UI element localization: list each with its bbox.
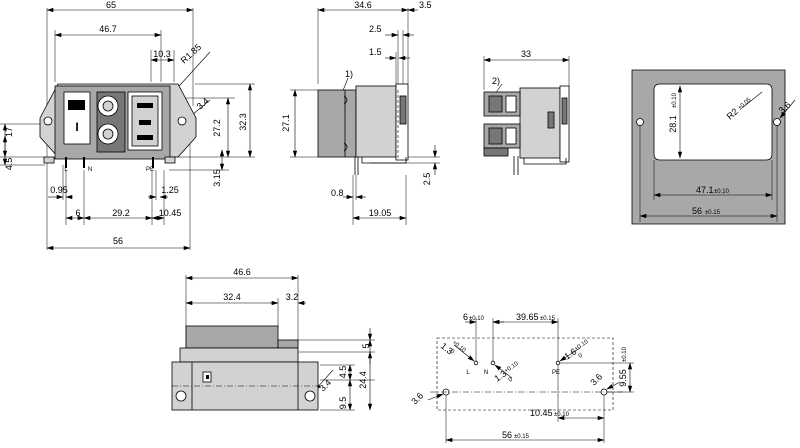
dim-width-56: 56: [692, 206, 702, 216]
pcb-pin-l: [473, 360, 479, 366]
dim-0-95: 0.95: [50, 185, 68, 195]
top-hole-right: [304, 390, 316, 402]
top-view: 46.6 32.4 3.2 5 3.4 4.5 24.4 9.5: [171, 267, 375, 411]
variant-view-body: [483, 85, 570, 175]
top-view-body: [171, 325, 319, 411]
pcb-pin-n: [490, 360, 496, 366]
pcb-pin-1-6-zero: 0: [578, 352, 585, 359]
pcb-dim-39-65: 39.65: [516, 312, 539, 322]
variant-view: 33 2): [483, 49, 570, 175]
front-view-texts: 65 46.7 10.3 R1.85 3.4 27.2 32.3 17 4.5 …: [4, 0, 248, 246]
pcb-pin-label-n: N: [484, 370, 488, 376]
dim-width-56: 56: [113, 236, 123, 246]
dim-3-5: 3.5: [419, 0, 432, 10]
pcb-hole-3-6-left: 3.6: [409, 390, 425, 406]
pcb-pin-1-6-tol: +0.10: [574, 339, 590, 353]
dim-2-5-bottom: 2.5: [422, 173, 432, 186]
pcb-dim-10-45: 10.45: [530, 408, 553, 418]
dim-4-5: 4.5: [338, 366, 348, 379]
pin-label-pe: PE: [146, 167, 154, 173]
dim-radius: R1.85: [179, 42, 204, 66]
cutout-hole-left: [636, 118, 644, 126]
front-view: 65 46.7 10.3 R1.85 3.4 27.2 32.3 17 4.5 …: [0, 0, 255, 251]
dim-5: 5: [361, 343, 371, 348]
pin-label-l: L: [64, 167, 68, 173]
variant-view-texts: 33 2): [492, 49, 531, 86]
top-view-texts: 46.6 32.4 3.2 5 3.4 4.5 24.4 9.5: [223, 267, 371, 409]
dim-width-46-6: 46.6: [233, 267, 251, 277]
cutout-hole-right: [773, 118, 781, 126]
dim-29-2: 29.2: [112, 208, 130, 218]
pcb-dim-9-55: 9.55: [618, 369, 628, 387]
pcb-layout-dimension-lines: [427, 318, 634, 443]
side-view-body: [317, 83, 409, 175]
pin-label-n: N: [88, 167, 92, 173]
dim-10-45: 10.45: [159, 208, 182, 218]
dim-9-5: 9.5: [338, 397, 348, 410]
pcb-pin-1-3-b-zero: 0: [508, 376, 515, 383]
side-view: 34.6 3.5 2.5 1.5 27.1 2.5 0.8 19.05 1): [281, 0, 440, 225]
mounting-hole-right: [177, 116, 187, 126]
pcb-dim-9-55-tol: ±0.10: [622, 346, 628, 362]
pcb-pin-label-l: L: [466, 370, 470, 376]
pcb-pin-label-pe: PE: [552, 370, 560, 376]
front-view-dimension-lines: [0, 7, 255, 251]
dim-0-8: 0.8: [331, 188, 344, 198]
dim-height-27-1: 27.1: [281, 114, 291, 132]
panel-cutout-dimension-lines: [639, 85, 796, 222]
side-view-texts: 34.6 3.5 2.5 1.5 27.1 2.5 0.8 19.05 1): [281, 0, 432, 218]
top-view-dimension-lines: [185, 275, 375, 411]
dim-width-56-tol: ±0.15: [705, 210, 721, 216]
dim-19-05: 19.05: [369, 208, 392, 218]
pcb-hole-3-6-right: 3.6: [588, 371, 604, 387]
dim-10-3: 10.3: [153, 49, 171, 59]
pcb-pin-1-3-a-zero: 0: [449, 349, 456, 356]
dim-height-28-1-tol: ±0.10: [672, 92, 678, 108]
dim-3-2: 3.2: [286, 292, 299, 302]
dim-width-46-7: 46.7: [99, 24, 117, 34]
dim-6: 6: [75, 208, 80, 218]
dim-24-4: 24.4: [358, 371, 368, 389]
pcb-layout: 6 ±0.10 39.65 ±0.15 1.3 +0.10 0 1.3 +0.1…: [409, 312, 634, 443]
panel-cutout-body: [631, 69, 786, 225]
switch-on-mark: I: [75, 120, 78, 134]
side-view-dimension-lines: [290, 7, 440, 225]
pcb-pin-1-3-b-tol: +0.10: [504, 361, 520, 375]
dim-width-34-6: 34.6: [354, 0, 372, 10]
front-view-body: [39, 83, 197, 168]
dim-height-28-1: 28.1: [668, 115, 678, 133]
dim-height-27-2: 27.2: [212, 119, 222, 137]
dim-17: 17: [4, 127, 14, 137]
dim-width-65: 65: [106, 0, 116, 10]
dim-width-33: 33: [521, 49, 531, 59]
panel-cutout: 28.1 ±0.10 R2 ±0.05 3.6 47.1 ±0.10 56 ±0…: [631, 69, 796, 225]
pcb-dim-39-65-tol: ±0.15: [540, 316, 556, 322]
mounting-hole-left: [43, 116, 53, 126]
callout-1: 1): [345, 69, 353, 79]
pcb-dim-10-45-tol: ±0.10: [554, 412, 570, 418]
pcb-dim-6-tol: ±0.10: [469, 316, 485, 322]
dim-4-5: 4.5: [4, 158, 14, 171]
pcb-pin-pe: [555, 360, 561, 366]
pcb-dim-6: 6: [463, 312, 468, 322]
dim-width-47-1-tol: ±0.10: [714, 189, 730, 195]
dim-height-32-3: 32.3: [238, 113, 248, 131]
dim-3-15: 3.15: [212, 169, 222, 187]
dim-1-25: 1.25: [161, 185, 179, 195]
pcb-width-56-tol: ±0.15: [514, 434, 530, 440]
dim-width-47-1: 47.1: [696, 185, 714, 195]
top-hole-left: [175, 390, 187, 402]
dim-1-5: 1.5: [369, 47, 382, 57]
callout-2: 2): [492, 76, 500, 86]
power-switch: [63, 91, 91, 145]
pcb-width-56: 56: [502, 430, 512, 440]
dim-32-4: 32.4: [223, 292, 241, 302]
pcb-layout-texts: 6 ±0.10 39.65 ±0.15 1.3 +0.10 0 1.3 +0.1…: [409, 312, 628, 440]
dim-radius-tol: ±0.05: [737, 97, 753, 112]
dim-2-5: 2.5: [369, 24, 382, 34]
